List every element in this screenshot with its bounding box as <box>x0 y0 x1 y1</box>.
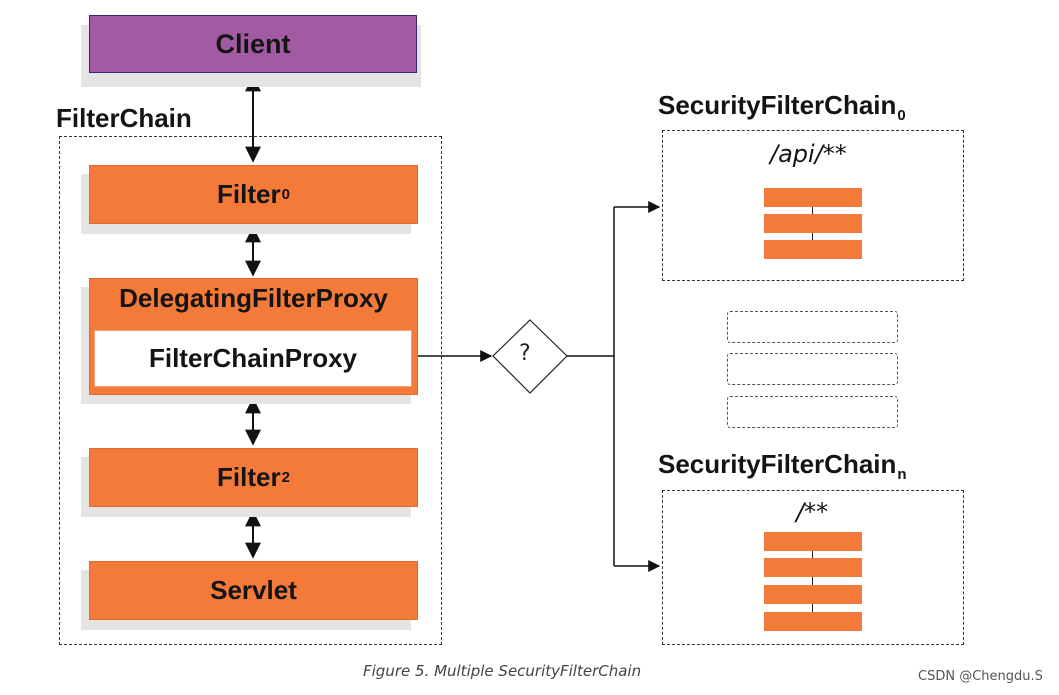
placeholder-chain <box>727 396 898 428</box>
security-chain0-container <box>662 130 964 281</box>
decision-label: ? <box>519 341 531 366</box>
security-chainn-container <box>662 490 964 645</box>
filter0-subscript: 0 <box>281 186 290 203</box>
filter-chain-proxy-label: FilterChainProxy <box>148 343 358 373</box>
watermark: CSDN @Chengdu.S <box>918 669 1043 684</box>
security-chainn-subscript: n <box>897 466 907 483</box>
filter2-subscript: 2 <box>281 469 290 486</box>
security-chainn-filter <box>764 558 862 577</box>
filter2-label: Filter <box>217 462 281 492</box>
security-chain0-filter <box>764 240 862 259</box>
client-label: Client <box>215 28 291 59</box>
security-chainn-filter <box>764 532 862 551</box>
placeholder-chain <box>727 311 898 343</box>
security-chainn-filter <box>764 612 862 631</box>
security-chain0-filter <box>764 214 862 233</box>
security-chain0-title-text: SecurityFilterChain <box>658 90 897 120</box>
figure-caption: Figure 5. Multiple SecurityFilterChain <box>363 662 642 680</box>
servlet-label: Servlet <box>210 575 297 605</box>
security-chain0-filter <box>764 188 862 207</box>
security-chainn-pattern: /** <box>796 498 829 526</box>
filter-chain-title: FilterChain <box>56 103 192 133</box>
filter-chain-proxy-box <box>94 330 412 387</box>
delegating-filter-proxy-title: DelegatingFilterProxy <box>119 282 388 313</box>
security-chain0-subscript: 0 <box>897 107 906 124</box>
security-chain0-title: SecurityFilterChain0 <box>658 90 906 124</box>
filter-chain-container <box>59 136 442 645</box>
placeholder-chain <box>727 353 898 385</box>
filter0-label: Filter <box>217 179 281 209</box>
security-chainn-filter <box>764 585 862 604</box>
security-chainn-title: SecurityFilterChainn <box>658 449 907 483</box>
decision-diamond <box>492 319 568 394</box>
security-chain0-pattern: /api/** <box>770 140 847 168</box>
client-box: Client <box>89 15 417 73</box>
security-chainn-title-text: SecurityFilterChain <box>658 449 897 479</box>
servlet-box: Servlet <box>89 561 418 620</box>
security-chainn-spine <box>812 541 813 619</box>
